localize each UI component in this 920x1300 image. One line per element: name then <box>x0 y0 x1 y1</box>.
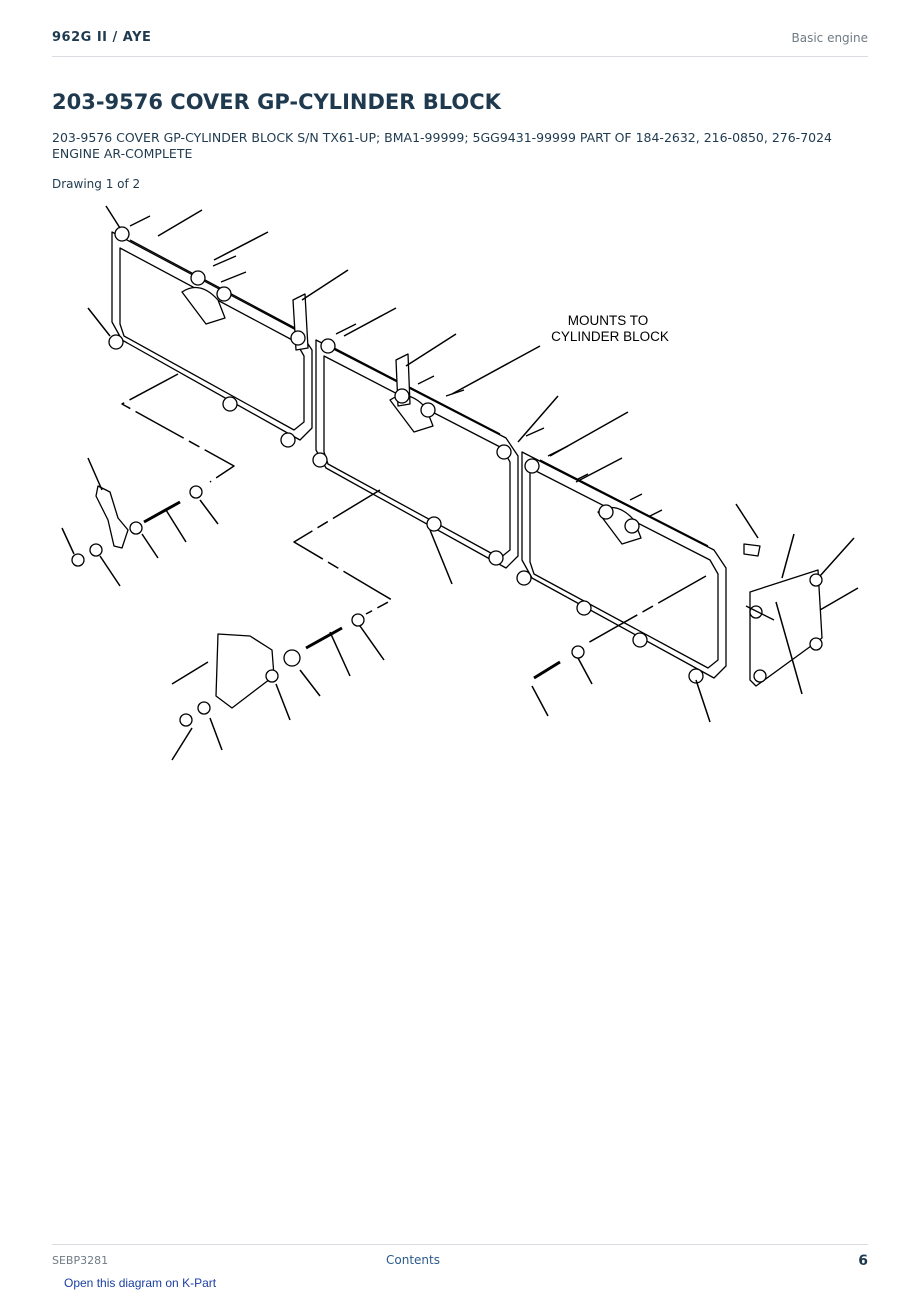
section-name: Basic engine <box>791 31 868 45</box>
left-exploded-parts <box>71 485 761 727</box>
page-title: 203-9576 COVER GP-CYLINDER BLOCK <box>52 90 501 114</box>
cylinder-block-cover-1 <box>111 231 313 441</box>
parts-diagram: MOUNTS TO CYLINDER BLOCK <box>61 205 859 761</box>
document-number: SEBP3281 <box>52 1254 109 1267</box>
leader-lines <box>61 205 859 761</box>
part-description: 203-9576 COVER GP-CYLINDER BLOCK S/N TX6… <box>52 130 833 161</box>
cylinder-block-cover-3 <box>521 451 727 679</box>
end-plate <box>749 569 823 687</box>
callout-label-line-1: MOUNTS TO <box>568 313 649 328</box>
page-header: 962G II / AYE Basic engine <box>52 28 868 57</box>
cover-bolts <box>108 226 823 684</box>
contents-link[interactable]: Contents <box>386 1253 440 1267</box>
page-number: 6 <box>858 1253 868 1269</box>
open-kpart-link[interactable]: Open this diagram on K-Part <box>64 1276 217 1290</box>
callout-label-line-2: CYLINDER BLOCK <box>551 329 669 344</box>
drawing-counter: Drawing 1 of 2 <box>52 177 141 191</box>
machine-model: 962G II / AYE <box>52 30 152 45</box>
page-footer: SEBP3281 Contents 6 <box>52 1244 868 1273</box>
exploded-view-dashes <box>121 373 707 645</box>
